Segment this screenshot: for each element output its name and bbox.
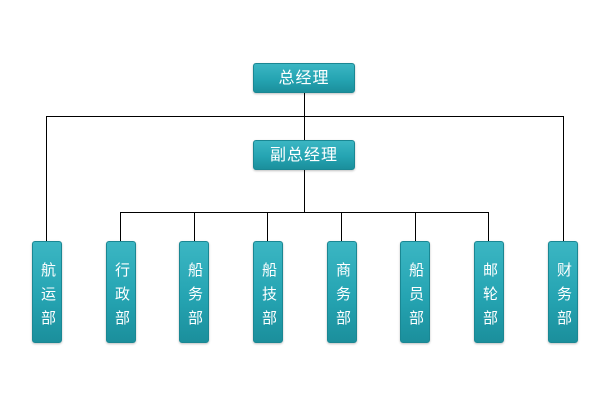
deputy-general-manager-label: 副总经理 (269, 145, 338, 164)
department-box-finance: 财务部 (548, 241, 578, 343)
general-manager-label: 总经理 (278, 68, 330, 87)
department-label: 财务部 (555, 262, 573, 334)
department-box-shipping: 航运部 (32, 241, 62, 343)
department-label: 船技部 (260, 262, 278, 334)
department-label: 船员部 (407, 262, 425, 334)
department-label: 邮轮部 (481, 262, 499, 334)
department-label: 船务部 (186, 262, 204, 334)
department-box-ship-affairs: 船务部 (179, 241, 209, 343)
department-box-cruise: 邮轮部 (474, 241, 504, 343)
general-manager-box: 总经理 (253, 63, 355, 93)
department-box-ship-technology: 船技部 (253, 241, 283, 343)
department-box-crew: 船员部 (400, 241, 430, 343)
department-label: 航运部 (39, 262, 57, 334)
department-label: 商务部 (334, 262, 352, 334)
department-label: 行政部 (113, 262, 131, 334)
deputy-general-manager-box: 副总经理 (253, 140, 355, 170)
department-box-commerce: 商务部 (327, 241, 357, 343)
department-box-administration: 行政部 (106, 241, 136, 343)
